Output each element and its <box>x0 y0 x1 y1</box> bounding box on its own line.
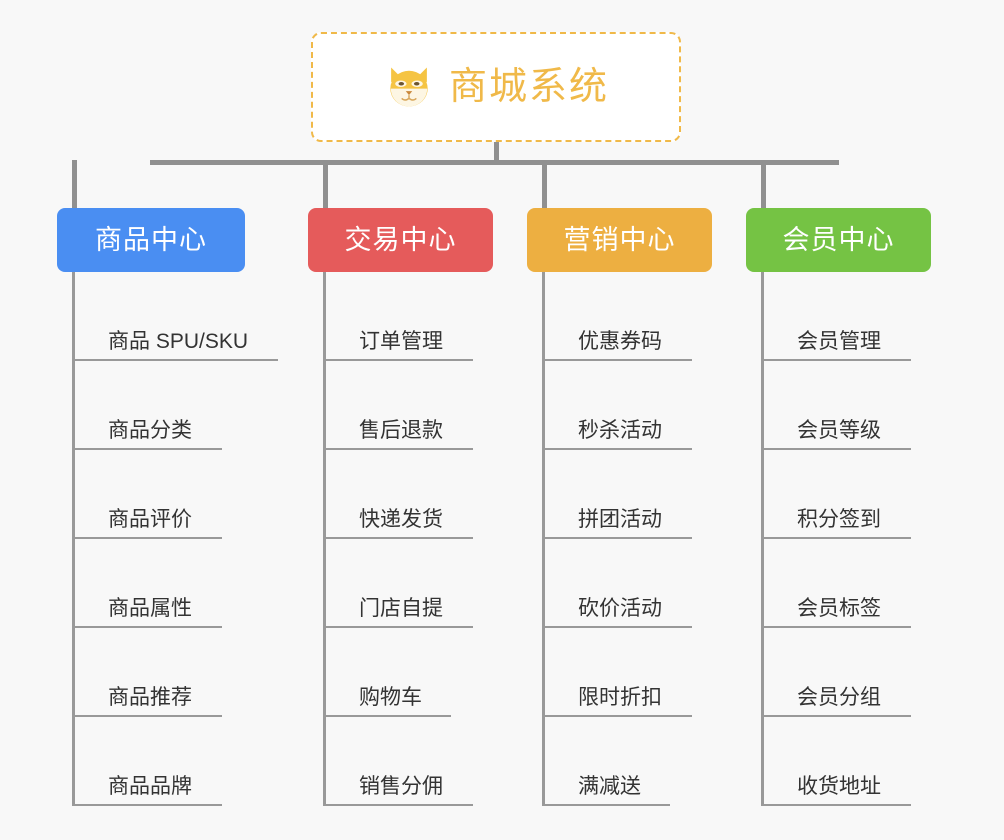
leaf-item-label: 会员管理 <box>797 330 881 353</box>
leaf-underline <box>323 359 473 361</box>
connector-drop-3 <box>542 160 547 208</box>
leaf-item[interactable]: 秒杀活动 <box>542 361 692 450</box>
category-label-4: 会员中心 <box>782 224 895 255</box>
leaf-underline <box>542 715 692 717</box>
leaf-item[interactable]: 商品分类 <box>72 361 248 450</box>
leaf-underline <box>542 626 692 628</box>
leaf-underline <box>761 715 911 717</box>
root-node-label: 商城系统 <box>448 66 609 108</box>
leaf-item[interactable]: 拼团活动 <box>542 450 692 539</box>
leaf-item-label: 砍价活动 <box>578 597 662 620</box>
leaf-underline <box>542 804 670 806</box>
leaf-item-label: 销售分佣 <box>359 775 443 798</box>
connector-drop-4 <box>761 160 766 208</box>
leaf-item-label: 购物车 <box>359 686 422 709</box>
leaf-item[interactable]: 会员管理 <box>761 272 911 361</box>
root-node[interactable]: 商城系统 <box>311 32 681 142</box>
leaf-item[interactable]: 满减送 <box>542 717 670 806</box>
leaf-spine-1 <box>72 272 75 806</box>
leaf-item-label: 会员等级 <box>797 419 881 442</box>
leaf-underline <box>542 359 692 361</box>
leaf-item[interactable]: 会员标签 <box>761 539 911 628</box>
leaf-item-label: 快递发货 <box>359 508 443 531</box>
leaf-underline <box>323 804 473 806</box>
leaf-item-label: 秒杀活动 <box>578 419 662 442</box>
leaf-item[interactable]: 商品属性 <box>72 539 248 628</box>
leaf-underline <box>323 537 473 539</box>
leaf-column-1: 商品 SPU/SKU 商品分类商品评价商品属性商品推荐商品品牌 <box>72 272 278 806</box>
leaf-item-label: 门店自提 <box>359 597 443 620</box>
leaf-underline <box>761 359 911 361</box>
leaf-underline <box>72 537 222 539</box>
leaf-item-label: 订单管理 <box>359 330 443 353</box>
category-box-4[interactable]: 会员中心 <box>746 208 931 272</box>
leaf-underline <box>72 626 222 628</box>
leaf-item-label: 商品属性 <box>108 597 192 620</box>
leaf-underline <box>542 448 692 450</box>
category-label-2: 交易中心 <box>344 224 457 255</box>
leaf-column-3: 优惠券码秒杀活动拼团活动砍价活动限时折扣满减送 <box>542 272 692 806</box>
leaf-spine-2 <box>323 272 326 806</box>
leaf-item-label: 商品评价 <box>108 508 192 531</box>
leaf-underline <box>761 448 911 450</box>
leaf-underline <box>72 804 222 806</box>
leaf-item[interactable]: 优惠券码 <box>542 272 692 361</box>
leaf-item[interactable]: 购物车 <box>323 628 451 717</box>
leaf-underline <box>761 804 911 806</box>
leaf-item-label: 收货地址 <box>797 775 881 798</box>
leaf-item-label: 拼团活动 <box>578 508 662 531</box>
leaf-item[interactable]: 销售分佣 <box>323 717 473 806</box>
leaf-underline <box>72 715 222 717</box>
leaf-item[interactable]: 商品 SPU/SKU <box>72 272 278 361</box>
leaf-item[interactable]: 门店自提 <box>323 539 473 628</box>
leaf-item-label: 商品 SPU/SKU <box>108 330 249 353</box>
leaf-item[interactable]: 快递发货 <box>323 450 473 539</box>
category-box-2[interactable]: 交易中心 <box>308 208 493 272</box>
leaf-item[interactable]: 积分签到 <box>761 450 911 539</box>
leaf-item-label: 限时折扣 <box>578 686 662 709</box>
leaf-item[interactable]: 限时折扣 <box>542 628 692 717</box>
shiba-dog-face-icon <box>390 67 428 107</box>
leaf-item[interactable]: 订单管理 <box>323 272 473 361</box>
category-box-1[interactable]: 商品中心 <box>57 208 245 272</box>
leaf-item-label: 优惠券码 <box>578 330 662 353</box>
category-box-3[interactable]: 营销中心 <box>527 208 712 272</box>
leaf-item-label: 商品品牌 <box>108 775 192 798</box>
leaf-underline <box>323 715 451 717</box>
connector-root-stem <box>494 142 499 164</box>
leaf-item[interactable]: 商品品牌 <box>72 717 248 806</box>
leaf-underline <box>323 626 473 628</box>
leaf-underline <box>761 626 911 628</box>
leaf-item-label: 积分签到 <box>797 508 881 531</box>
connector-horizontal-bar <box>150 160 839 165</box>
leaf-underline <box>323 448 473 450</box>
leaf-underline <box>72 359 278 361</box>
leaf-column-2: 订单管理售后退款快递发货门店自提购物车销售分佣 <box>323 272 473 806</box>
leaf-underline <box>542 537 692 539</box>
leaf-item[interactable]: 商品评价 <box>72 450 248 539</box>
category-label-1: 商品中心 <box>95 224 207 255</box>
leaf-item[interactable]: 售后退款 <box>323 361 473 450</box>
leaf-item-label: 商品分类 <box>108 419 192 442</box>
leaf-item[interactable]: 商品推荐 <box>72 628 248 717</box>
leaf-item[interactable]: 收货地址 <box>761 717 911 806</box>
leaf-item-label: 商品推荐 <box>108 686 192 709</box>
connector-drop-1 <box>72 160 77 208</box>
leaf-item-label: 会员标签 <box>797 597 881 620</box>
leaf-item-label: 售后退款 <box>359 419 443 442</box>
leaf-column-4: 会员管理会员等级积分签到会员标签会员分组收货地址 <box>761 272 911 806</box>
category-label-3: 营销中心 <box>563 224 676 255</box>
leaf-item-label: 满减送 <box>578 775 641 798</box>
leaf-spine-4 <box>761 272 764 806</box>
leaf-underline <box>72 448 222 450</box>
connector-drop-2 <box>323 160 328 208</box>
leaf-underline <box>761 537 911 539</box>
leaf-item[interactable]: 会员等级 <box>761 361 911 450</box>
leaf-item-label: 会员分组 <box>797 686 881 709</box>
leaf-spine-3 <box>542 272 545 806</box>
leaf-item[interactable]: 砍价活动 <box>542 539 692 628</box>
leaf-item[interactable]: 会员分组 <box>761 628 911 717</box>
